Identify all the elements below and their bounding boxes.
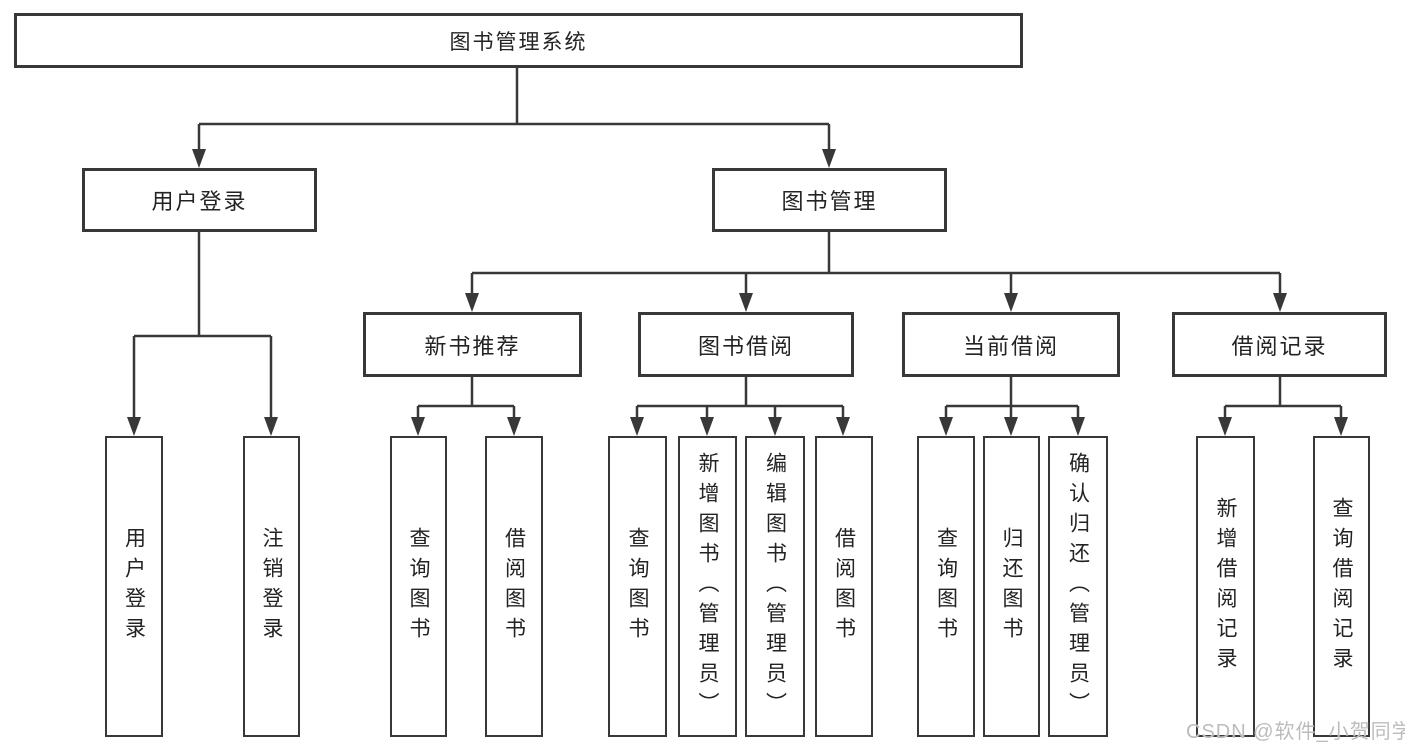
connector-new-book-group xyxy=(416,377,516,420)
leaf-borrow-books: 借阅图书 xyxy=(815,436,873,737)
leaf-confirm-return-admin: 确认归还（管理员） xyxy=(1048,436,1108,737)
arrow-icon xyxy=(264,417,278,436)
leaf-edit-books-admin: 编辑图书（管理员） xyxy=(745,436,805,737)
leaf-return-books: 归还图书 xyxy=(983,436,1040,737)
leaf-query-books-current: 查询图书 xyxy=(917,436,975,737)
connector-borrow-record-group xyxy=(1223,377,1343,420)
connector-root-to-level2 xyxy=(197,68,831,152)
connector-book-borrow-group xyxy=(635,377,845,420)
node-user-login: 用户登录 xyxy=(82,168,317,232)
leaf-add-books-admin: 新增图书（管理员） xyxy=(678,436,737,737)
arrow-icon xyxy=(1218,417,1232,436)
arrow-icon xyxy=(700,417,714,436)
connector-user-login-group xyxy=(132,232,273,420)
arrow-icon xyxy=(411,417,425,436)
leaf-add-borrow-record: 新增借阅记录 xyxy=(1196,436,1255,737)
arrow-icon xyxy=(1071,417,1085,436)
leaf-query-books-recommend: 查询图书 xyxy=(390,436,447,737)
arrow-icon xyxy=(822,149,836,168)
arrow-icon xyxy=(507,417,521,436)
arrow-icon xyxy=(1004,293,1018,312)
node-book-management: 图书管理 xyxy=(712,168,947,232)
node-book-borrowing: 图书借阅 xyxy=(638,312,854,377)
arrow-icon xyxy=(768,417,782,436)
arrow-icon xyxy=(1334,417,1348,436)
node-new-book-recommendation: 新书推荐 xyxy=(363,312,582,377)
leaf-query-borrow-record: 查询借阅记录 xyxy=(1313,436,1370,737)
arrow-icon xyxy=(127,417,141,436)
arrow-icon xyxy=(1004,417,1018,436)
connector-book-mgmt-to-level3 xyxy=(470,232,1282,296)
connector-current-borrow-group xyxy=(944,377,1080,420)
node-current-borrowing: 当前借阅 xyxy=(902,312,1120,377)
arrowheads xyxy=(127,149,1348,436)
arrow-icon xyxy=(939,417,953,436)
leaf-logout: 注销登录 xyxy=(243,436,300,737)
node-borrowing-records: 借阅记录 xyxy=(1172,312,1387,377)
node-library-management-system: 图书管理系统 xyxy=(14,13,1023,68)
leaf-user-login: 用户登录 xyxy=(105,436,163,737)
csdn-watermark: CSDN @软件_小贺同学 xyxy=(1186,721,1405,743)
arrow-icon xyxy=(836,417,850,436)
arrow-icon xyxy=(465,293,479,312)
arrow-icon xyxy=(192,149,206,168)
arrow-icon xyxy=(630,417,644,436)
leaf-query-books-borrow: 查询图书 xyxy=(608,436,667,737)
arrow-icon xyxy=(1273,293,1287,312)
leaf-borrow-books-recommend: 借阅图书 xyxy=(485,436,543,737)
arrow-icon xyxy=(739,293,753,312)
